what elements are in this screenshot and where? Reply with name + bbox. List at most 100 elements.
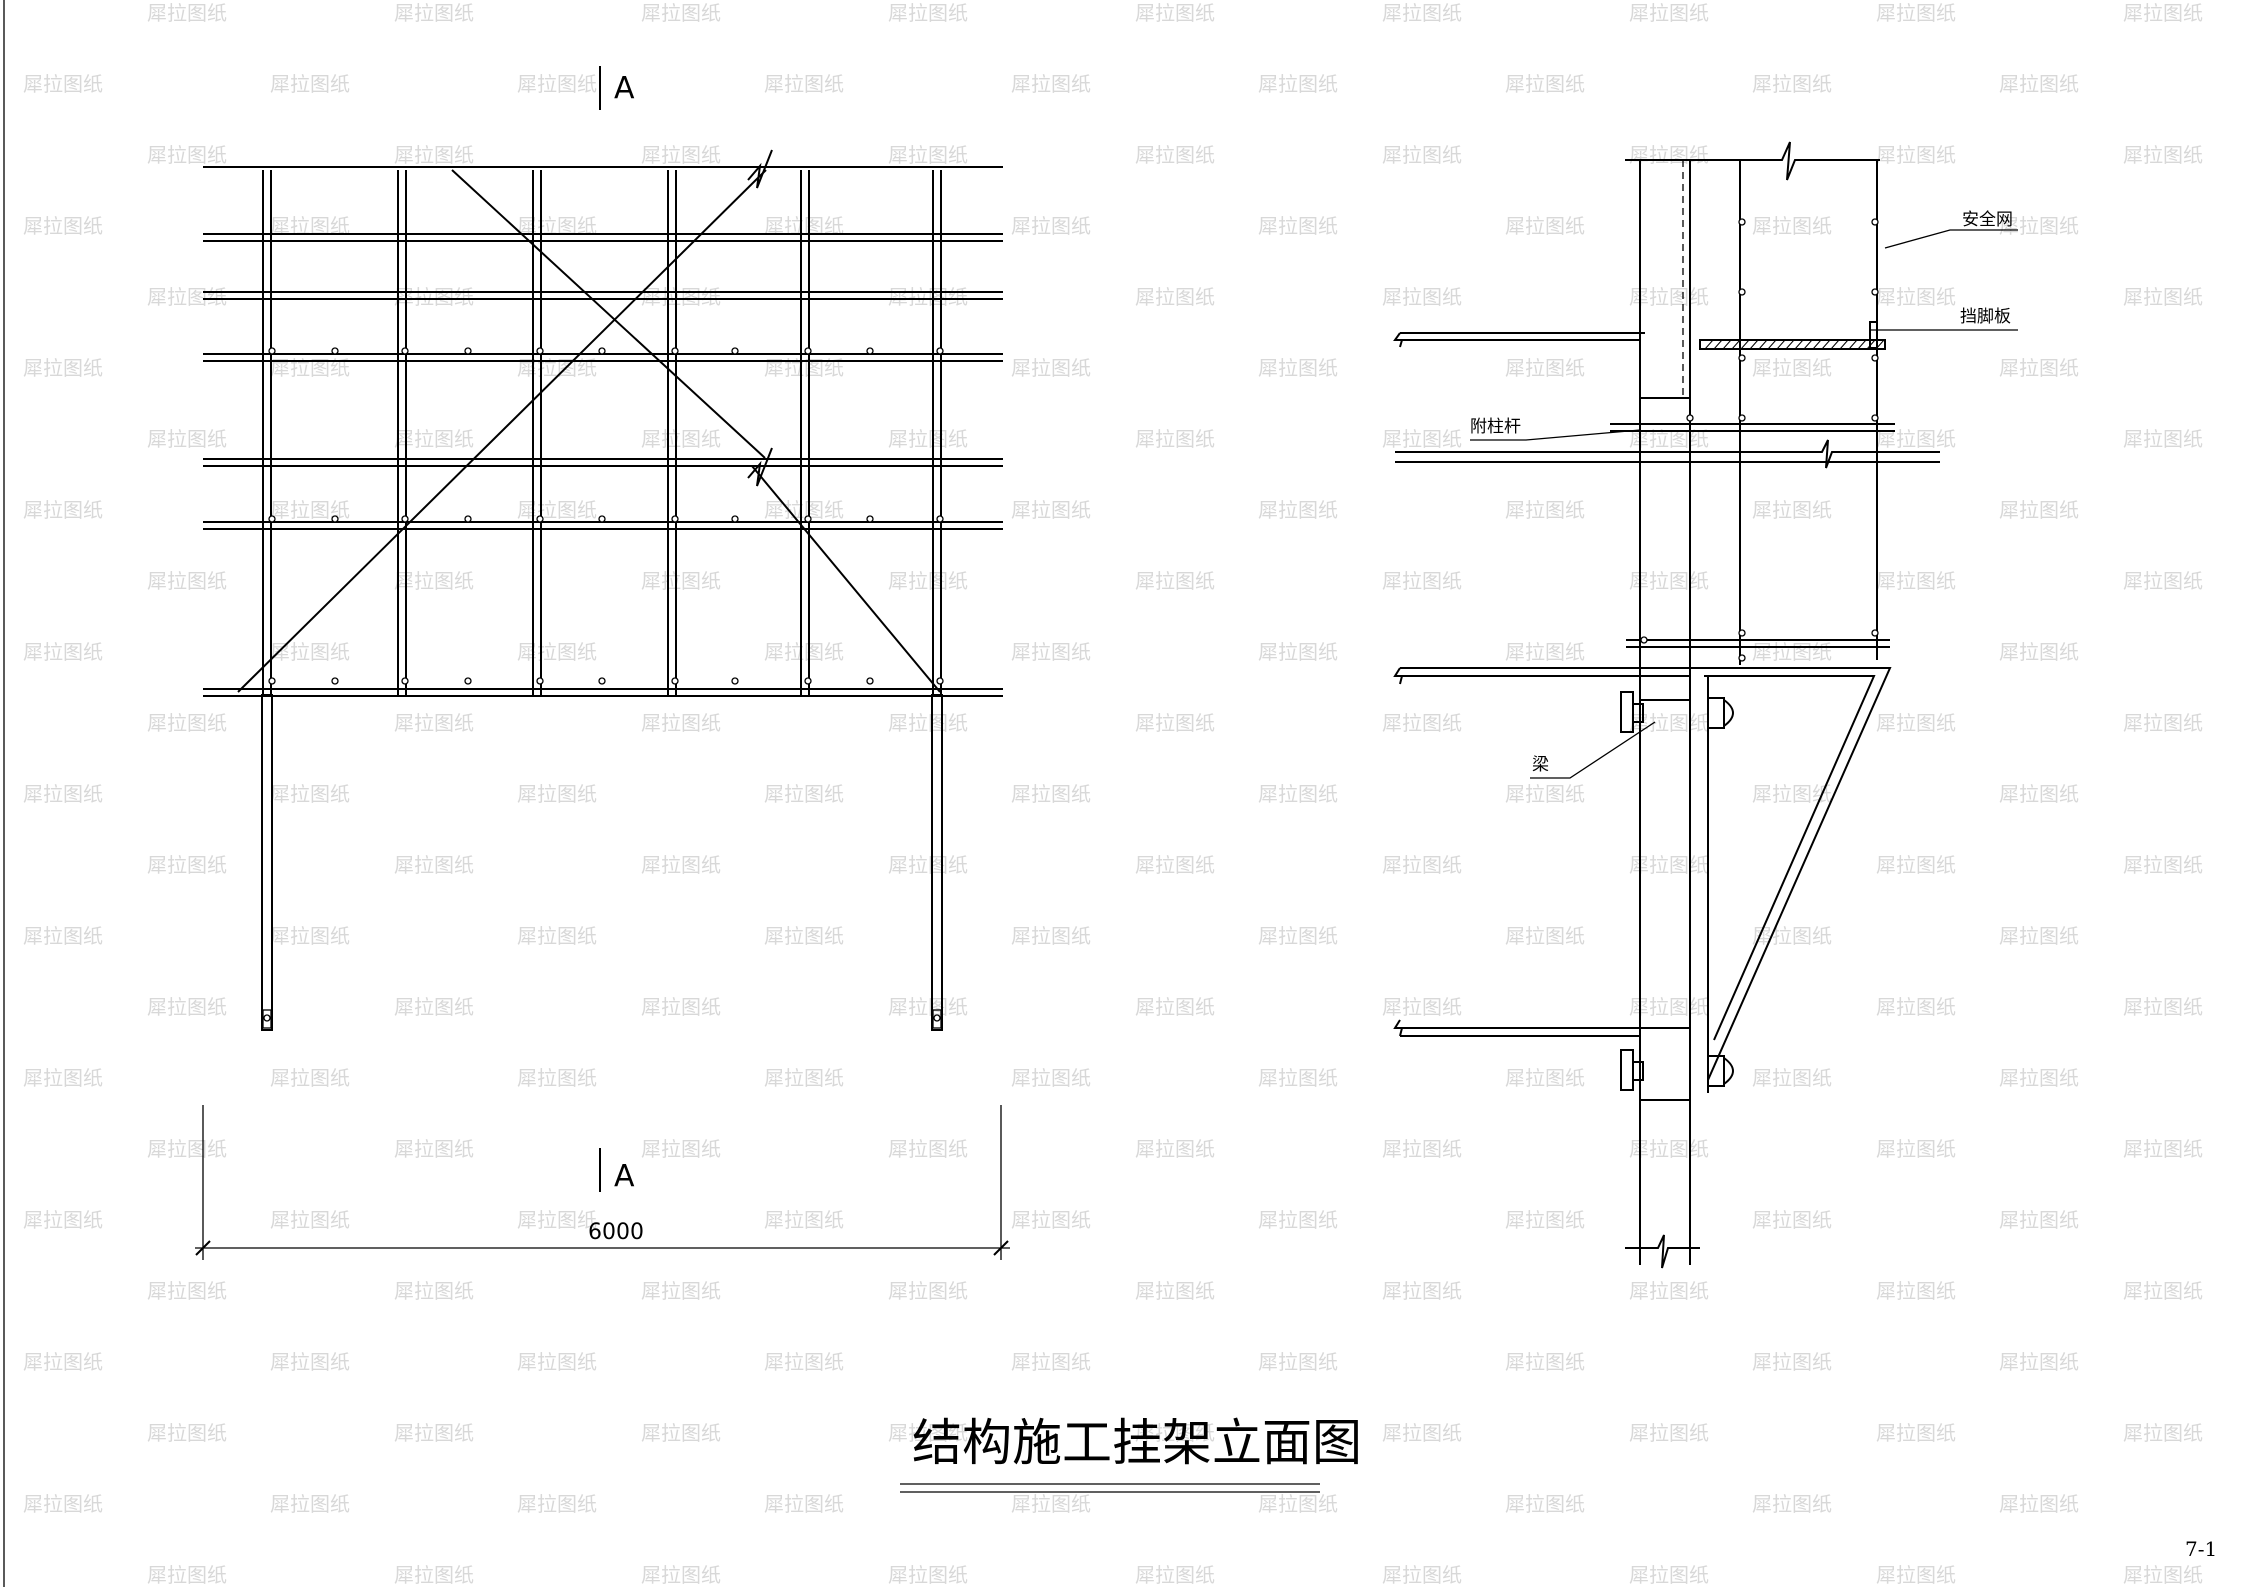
- watermark: 犀拉图纸: [1876, 1279, 1956, 1303]
- watermark: 犀拉图纸: [641, 711, 721, 735]
- hatch-line: [1704, 339, 1714, 350]
- hatch-line: [1830, 339, 1840, 350]
- coupler: [1871, 354, 1879, 362]
- watermark: 犀拉图纸: [2123, 1137, 2203, 1161]
- coupler: [1738, 629, 1746, 637]
- watermark: 犀拉图纸: [1135, 711, 1215, 735]
- coupler: [331, 677, 339, 685]
- watermark: 犀拉图纸: [2123, 1, 2203, 25]
- coupler: [936, 677, 944, 685]
- watermark: 犀拉图纸: [1629, 853, 1709, 877]
- watermark: 犀拉图纸: [1011, 1208, 1091, 1232]
- scaffold-verticals: [262, 170, 942, 695]
- watermark: 犀拉图纸: [23, 356, 103, 380]
- coupler: [401, 347, 409, 355]
- dimension-6000: [195, 1105, 1010, 1260]
- watermark: 犀拉图纸: [641, 569, 721, 593]
- coupler-points: [268, 347, 944, 685]
- coupler: [598, 515, 606, 523]
- watermark: 犀拉图纸: [23, 782, 103, 806]
- watermark: 犀拉图纸: [1752, 924, 1832, 948]
- watermark: 犀拉图纸: [1258, 72, 1338, 96]
- watermark: 犀拉图纸: [1752, 72, 1832, 96]
- watermark: 犀拉图纸: [641, 285, 721, 309]
- watermark: 犀拉图纸: [1876, 1, 1956, 25]
- coupler: [1738, 414, 1746, 422]
- watermark: 犀拉图纸: [394, 285, 474, 309]
- watermark: 犀拉图纸: [1752, 1066, 1832, 1090]
- watermark: 犀拉图纸: [147, 1563, 227, 1587]
- watermark: 犀拉图纸: [1752, 1208, 1832, 1232]
- watermark: 犀拉图纸: [1505, 924, 1585, 948]
- watermark: 犀拉图纸: [764, 1208, 844, 1232]
- section-mark-top: A: [614, 71, 635, 106]
- watermark: 犀拉图纸: [1629, 1137, 1709, 1161]
- watermark: 犀拉图纸: [394, 1279, 474, 1303]
- watermark: 犀拉图纸: [888, 853, 968, 877]
- watermark: 犀拉图纸: [1752, 1350, 1832, 1374]
- cross-bracing: [237, 169, 941, 693]
- hatch-line: [1713, 339, 1723, 350]
- label-safety-net: 安全网: [1962, 210, 2013, 230]
- break-mark: [747, 149, 773, 189]
- watermark: 犀拉图纸: [1876, 711, 1956, 735]
- watermark: 犀拉图纸: [1629, 1, 1709, 25]
- watermark: 犀拉图纸: [888, 1, 968, 25]
- watermark: 犀拉图纸: [1999, 356, 2079, 380]
- watermark: 犀拉图纸: [394, 1421, 474, 1445]
- hatch-line: [1722, 339, 1732, 350]
- watermark: 犀拉图纸: [23, 924, 103, 948]
- break-mark: [747, 447, 773, 487]
- coupler: [1871, 218, 1879, 226]
- watermark: 犀拉图纸: [1011, 356, 1091, 380]
- coupler: [804, 677, 812, 685]
- watermark: 犀拉图纸: [764, 640, 844, 664]
- coupler: [866, 515, 874, 523]
- coupler: [731, 347, 739, 355]
- watermark: 犀拉图纸: [888, 285, 968, 309]
- watermark: 犀拉图纸: [270, 356, 350, 380]
- watermark: 犀拉图纸: [270, 640, 350, 664]
- watermark: 犀拉图纸: [2123, 285, 2203, 309]
- watermark: 犀拉图纸: [1135, 1563, 1215, 1587]
- watermark: 犀拉图纸: [1382, 143, 1462, 167]
- watermark: 犀拉图纸: [1505, 782, 1585, 806]
- watermark: 犀拉图纸: [1505, 640, 1585, 664]
- watermark: 犀拉图纸: [1629, 285, 1709, 309]
- coupler: [331, 515, 339, 523]
- watermark: 犀拉图纸: [1876, 853, 1956, 877]
- watermark: 犀拉图纸: [1011, 72, 1091, 96]
- watermark: 犀拉图纸: [1382, 1, 1462, 25]
- watermark: 犀拉图纸: [517, 72, 597, 96]
- watermark: 犀拉图纸: [517, 924, 597, 948]
- watermark: 犀拉图纸: [1135, 1421, 1215, 1445]
- watermark: 犀拉图纸: [641, 1137, 721, 1161]
- watermark: 犀拉图纸: [888, 427, 968, 451]
- watermark: 犀拉图纸: [1135, 1137, 1215, 1161]
- hatch-line: [1776, 339, 1786, 350]
- scaffold-elevation: A A 6000: [195, 66, 1010, 1260]
- watermark: 犀拉图纸: [641, 853, 721, 877]
- watermark: 犀拉图纸: [1258, 1066, 1338, 1090]
- watermark: 犀拉图纸: [23, 498, 103, 522]
- watermark: 犀拉图纸: [1011, 214, 1091, 238]
- watermark: 犀拉图纸: [641, 143, 721, 167]
- watermark: 犀拉图纸: [1629, 1279, 1709, 1303]
- coupler: [1871, 288, 1879, 296]
- watermark: 犀拉图纸: [147, 711, 227, 735]
- watermark: 犀拉图纸: [2123, 995, 2203, 1019]
- watermark: 犀拉图纸: [270, 72, 350, 96]
- toe-board-hatch: [1704, 339, 1885, 350]
- watermark: 犀拉图纸: [23, 1492, 103, 1516]
- watermark: 犀拉图纸: [2123, 1279, 2203, 1303]
- coupler: [536, 677, 544, 685]
- coupler: [1686, 414, 1694, 422]
- watermark: 犀拉图纸: [1135, 995, 1215, 1019]
- coupler: [464, 515, 472, 523]
- watermark: 犀拉图纸: [1135, 427, 1215, 451]
- watermark: 犀拉图纸: [641, 427, 721, 451]
- watermark: 犀拉图纸: [1382, 1137, 1462, 1161]
- coupler: [598, 677, 606, 685]
- watermark: 犀拉图纸: [1999, 1492, 2079, 1516]
- watermark: 犀拉图纸: [2123, 427, 2203, 451]
